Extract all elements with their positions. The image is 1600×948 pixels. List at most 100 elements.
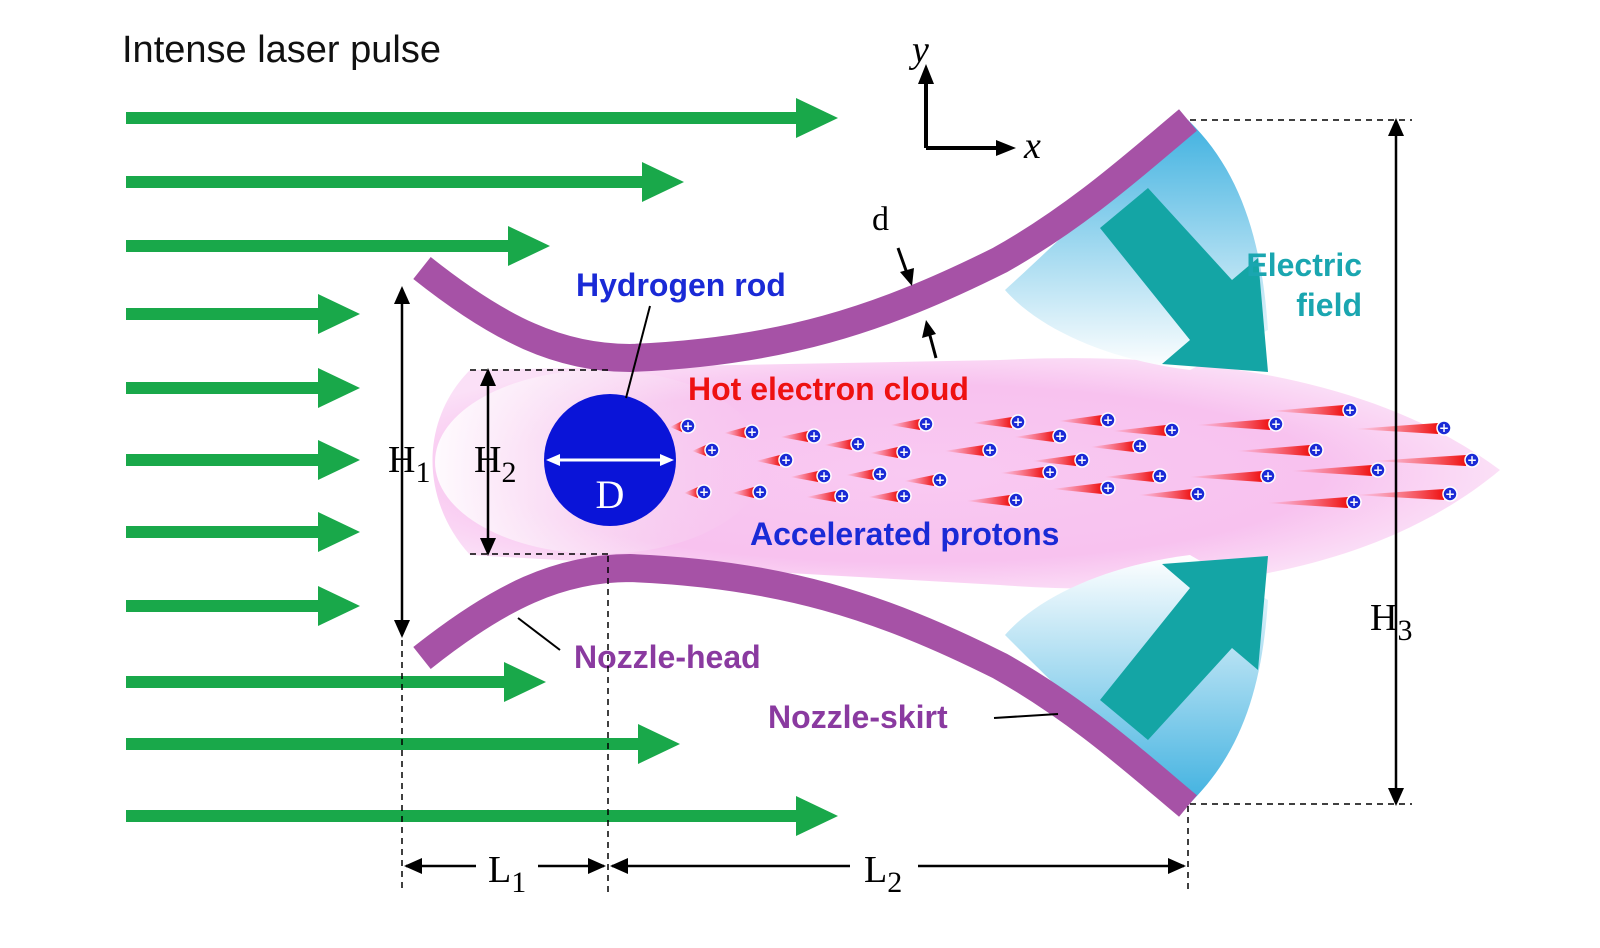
- proton-trail: [890, 419, 920, 430]
- laser-arrow: [126, 98, 838, 138]
- proton-particle: [1152, 468, 1168, 484]
- proton-trail: [1052, 483, 1102, 494]
- proton-symbol: +: [1193, 487, 1203, 501]
- proton-symbol: +: [853, 437, 863, 451]
- proton-symbol: +: [781, 453, 791, 467]
- proton: +: [1090, 438, 1148, 454]
- proton-trail: [732, 487, 754, 498]
- proton: +: [1236, 442, 1324, 458]
- nozzle-skirt-label: Nozzle-skirt: [768, 699, 948, 735]
- hydrogen-rod-leader: [625, 305, 651, 399]
- electric-field-label-line1: Electric: [1246, 247, 1362, 283]
- proton-particle: [1074, 452, 1090, 468]
- proton-particle: [932, 472, 948, 488]
- proton-particle: [680, 418, 696, 434]
- proton-particle: [896, 444, 912, 460]
- proton-trail: [806, 491, 836, 502]
- proton: +: [868, 488, 912, 504]
- proton-particle: [1052, 428, 1068, 444]
- diagram-title: Intense laser pulse: [122, 29, 441, 71]
- proton: +: [904, 472, 948, 488]
- nozzle-head-leader: [517, 617, 561, 651]
- proton-symbol: +: [683, 419, 693, 433]
- proton-particle: [752, 484, 768, 500]
- proton: +: [1138, 486, 1206, 502]
- nozzle-skirt-leader: [993, 713, 1059, 719]
- proton-particle: [696, 484, 712, 500]
- proton: +: [846, 466, 888, 482]
- proton: +: [1104, 468, 1168, 484]
- proton-particle: [1132, 438, 1148, 454]
- proton-trail: [1266, 497, 1348, 508]
- laser-arrow: [126, 724, 680, 764]
- proton-trail: [972, 417, 1012, 428]
- proton-trail: [790, 471, 818, 482]
- proton-particle: [896, 488, 912, 504]
- proton-trail: [780, 431, 808, 442]
- proton-trail: [1188, 471, 1262, 482]
- proton-symbol: +: [1013, 415, 1023, 429]
- proton: +: [724, 424, 760, 440]
- proton-particle: [744, 424, 760, 440]
- proton-symbol: +: [1045, 465, 1055, 479]
- proton: +: [1270, 402, 1358, 418]
- proton: +: [1196, 416, 1284, 432]
- proton-trail: [966, 495, 1010, 506]
- proton-symbol: +: [1155, 469, 1165, 483]
- proton-particle: [1268, 416, 1284, 432]
- proton-trail: [1014, 431, 1054, 442]
- proton: +: [692, 442, 720, 458]
- proton-particle: [1308, 442, 1324, 458]
- proton-symbol: +: [809, 429, 819, 443]
- diameter-label: D: [596, 472, 625, 517]
- proton-particle: [1436, 420, 1452, 436]
- proton-symbol: +: [985, 443, 995, 457]
- proton: +: [732, 484, 768, 500]
- proton: +: [890, 416, 934, 432]
- dim-l2-label: L2: [864, 849, 902, 899]
- proton-particle: [1008, 492, 1024, 508]
- proton-particle: [872, 466, 888, 482]
- proton: +: [824, 436, 866, 452]
- dim-h3-label: H3: [1370, 597, 1412, 647]
- proton-trail: [944, 445, 984, 456]
- proton-trail: [824, 439, 852, 450]
- proton: +: [756, 452, 794, 468]
- laser-arrow: [126, 512, 360, 552]
- laser-arrow: [126, 294, 360, 334]
- proton-particle: [778, 452, 794, 468]
- proton: +: [1112, 422, 1180, 438]
- proton-particle: [850, 436, 866, 452]
- proton-trail: [684, 487, 698, 498]
- proton-symbol: +: [935, 473, 945, 487]
- proton-particle: [1042, 464, 1058, 480]
- hot-electron-cloud-label: Hot electron cloud: [688, 371, 969, 407]
- proton-trail: [1104, 471, 1154, 482]
- proton-trail: [1354, 489, 1444, 500]
- dimension-arrowheads: [394, 118, 1404, 874]
- protons-layer: ++++++++++++++++++++++++++++++++++++: [670, 402, 1480, 510]
- proton-symbol: +: [1349, 495, 1359, 509]
- proton: +: [684, 484, 712, 500]
- nozzle-wall-top: [413, 109, 1197, 373]
- laser-arrow: [126, 162, 684, 202]
- proton-symbol: +: [1271, 417, 1281, 431]
- proton-trail: [1032, 455, 1076, 466]
- proton-symbol: +: [1055, 429, 1065, 443]
- proton-particle: [834, 488, 850, 504]
- dim-l1-label: L1: [488, 849, 526, 899]
- proton-particle: [1464, 452, 1480, 468]
- proton-particle: [806, 428, 822, 444]
- proton-particle: [1100, 412, 1116, 428]
- proton-trail: [1270, 405, 1344, 416]
- proton: +: [1290, 462, 1386, 478]
- nozzle-head-label: Nozzle-head: [574, 639, 761, 675]
- axes-icon: y x: [908, 29, 1041, 167]
- proton-trail: [1372, 455, 1466, 466]
- accelerated-protons-label: Accelerated protons: [750, 516, 1059, 552]
- proton-particle: [1442, 486, 1458, 502]
- proton: +: [966, 492, 1024, 508]
- proton: +: [1014, 428, 1068, 444]
- proton-particle: [1260, 468, 1276, 484]
